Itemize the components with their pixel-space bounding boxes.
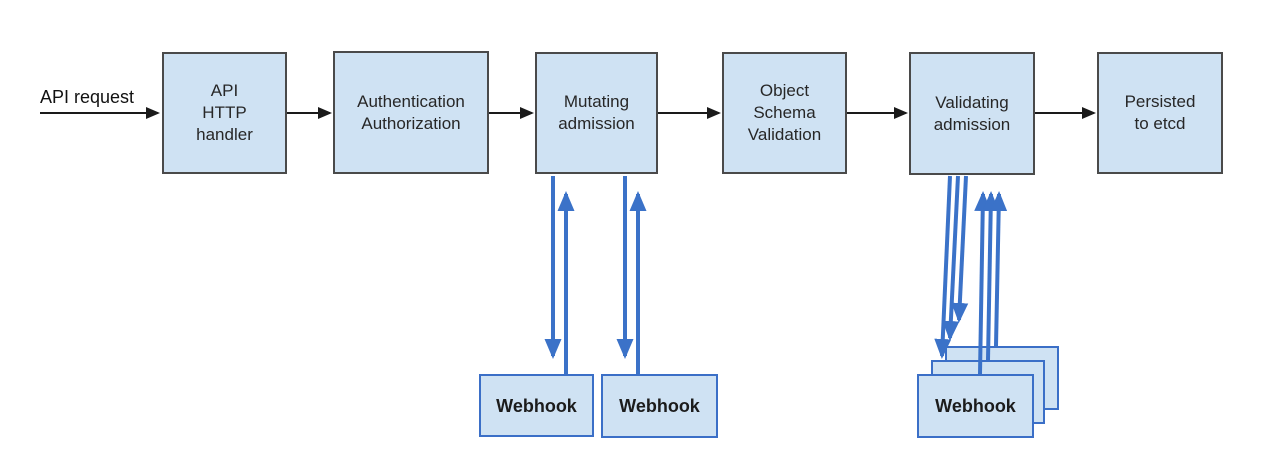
node-validating-admission-label: Validating admission — [933, 92, 1011, 134]
node-api-http-handler: API HTTP handler — [162, 52, 287, 174]
validating-webhook-down-arrow-3 — [951, 175, 969, 323]
node-authentication-authorization: Authentication Authorization — [333, 51, 489, 174]
node-persisted-to-etcd: Persisted to etcd — [1097, 52, 1223, 174]
validating-webhook-front: Webhook — [917, 374, 1034, 438]
validating-webhook-up-arrow-3 — [990, 191, 1008, 347]
mutating-webhook-2: Webhook — [601, 374, 718, 438]
node-validating-admission: Validating admission — [909, 52, 1035, 175]
mutating-webhook-arrows — [544, 176, 647, 374]
node-object-schema-validation: Object Schema Validation — [722, 52, 847, 174]
validating-webhook-down-arrow-1 — [934, 175, 952, 359]
api-request-label: API request — [40, 87, 135, 107]
node-mutating-admission: Mutating admission — [535, 52, 658, 174]
node-object-schema-validation-label: Object Schema Validation — [747, 81, 822, 144]
mutating-webhook-1: Webhook — [479, 374, 594, 437]
node-persisted-to-etcd-label: Persisted to etcd — [1124, 92, 1196, 133]
node-mutating-admission-label: Mutating admission — [558, 92, 635, 133]
node-authentication-authorization-label: Authentication Authorization — [357, 91, 465, 133]
validating-webhook-down-arrow-2 — [942, 175, 960, 341]
validating-webhook-arrows — [934, 175, 1008, 375]
validating-webhook-front-label: Webhook — [935, 396, 1016, 416]
mutating-webhook-2-label: Webhook — [619, 396, 700, 416]
node-api-http-handler-label: API HTTP handler — [196, 81, 253, 144]
validating-webhook-up-arrow-2 — [982, 191, 1000, 361]
mutating-webhook-1-label: Webhook — [496, 395, 577, 416]
